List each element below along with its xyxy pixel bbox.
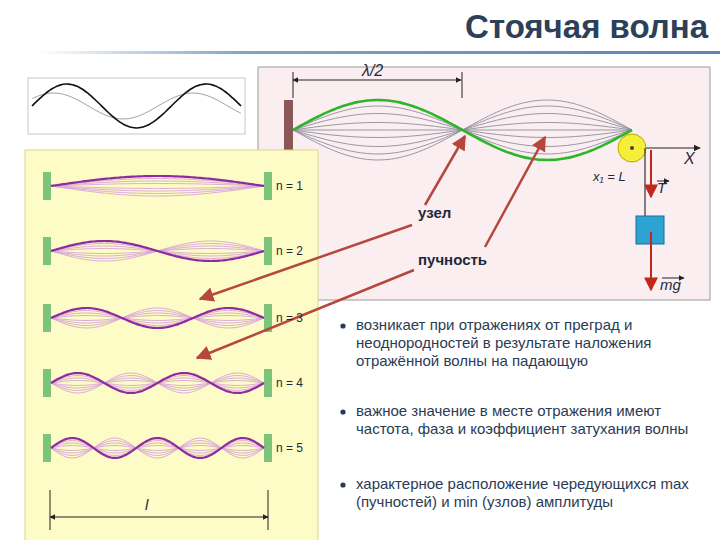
mode-trace [51,184,264,187]
sine-wave [32,84,241,128]
leader-arrow [425,136,465,205]
gravity-vector [650,232,652,290]
coordinate-label: x₁ = L [593,170,626,184]
mode-trace [51,186,264,193]
note-text: важное значение в месте отражения имеют … [356,402,706,438]
tension-vector [650,150,652,197]
string-panel [258,67,710,300]
sine-frame [28,78,245,134]
bullet [340,409,345,414]
end-clamp [264,172,272,200]
end-clamp [43,172,51,200]
length-dimension [50,517,268,518]
standing-modes [43,172,272,462]
length-label: l [142,497,151,514]
end-clamp [264,369,272,397]
mode-number: n = 5 [276,442,303,455]
vector-label: mg [660,277,681,294]
mode-trace [51,441,264,456]
dimension-tick [293,72,294,98]
wavelength-label: λ/2 [362,62,383,80]
bullet [340,482,345,487]
pulley-axle [630,146,634,150]
mode-trace [51,308,264,328]
mode-trace [51,441,264,456]
mode-trace [51,311,264,326]
cord [644,148,645,216]
dimension-tick [462,72,463,98]
mode-trace [51,443,264,453]
axis-label: X [684,150,695,168]
modes-panel [25,150,318,540]
mode-trace [51,313,264,323]
end-clamp [43,434,51,462]
leader-arrow [485,137,545,247]
title-rule [40,51,720,54]
sine-trace [32,84,241,128]
note-text: возникает при отражениях от преград и не… [356,316,706,370]
mode-trace [51,373,264,393]
title: Стоячая волна [465,8,708,46]
end-clamp [43,369,51,397]
mode-number: n = 3 [276,312,303,325]
string-trace [293,100,632,160]
dimension-tick [268,490,269,530]
mode-number: n = 4 [276,377,303,390]
mode-trace [51,446,264,451]
half-wave-dimension [293,80,461,81]
end-clamp [43,304,51,332]
mode-shape [51,308,264,328]
leader-arrow [200,225,412,299]
mode-trace [51,438,264,458]
end-clamp [43,237,51,265]
mode-shape [51,373,264,393]
mode-shape [51,176,264,186]
callout-label: пучность [418,252,487,269]
end-clamp [264,237,272,265]
sine-trace [32,93,241,119]
mode-trace [51,311,264,326]
mode-trace [51,313,264,323]
mode-trace [51,316,264,321]
end-clamp [264,434,272,462]
callout-label: узел [418,205,451,222]
mode-trace [51,241,264,261]
mode-shape [51,438,264,458]
mode-number: n = 1 [276,180,303,193]
mode-trace [51,443,264,453]
note-text: характерное расположение чередующихся ma… [356,475,706,511]
pulley [618,134,646,162]
mode-trace [51,446,264,451]
string-waves [293,100,632,160]
mode-trace [51,186,264,196]
mode-shape [51,241,264,261]
string-shape [293,100,632,160]
vector-label: T [657,180,666,197]
bullet [340,323,345,328]
mode-trace [51,316,264,321]
dimension-tick [50,490,51,530]
mode-number: n = 2 [276,245,303,258]
